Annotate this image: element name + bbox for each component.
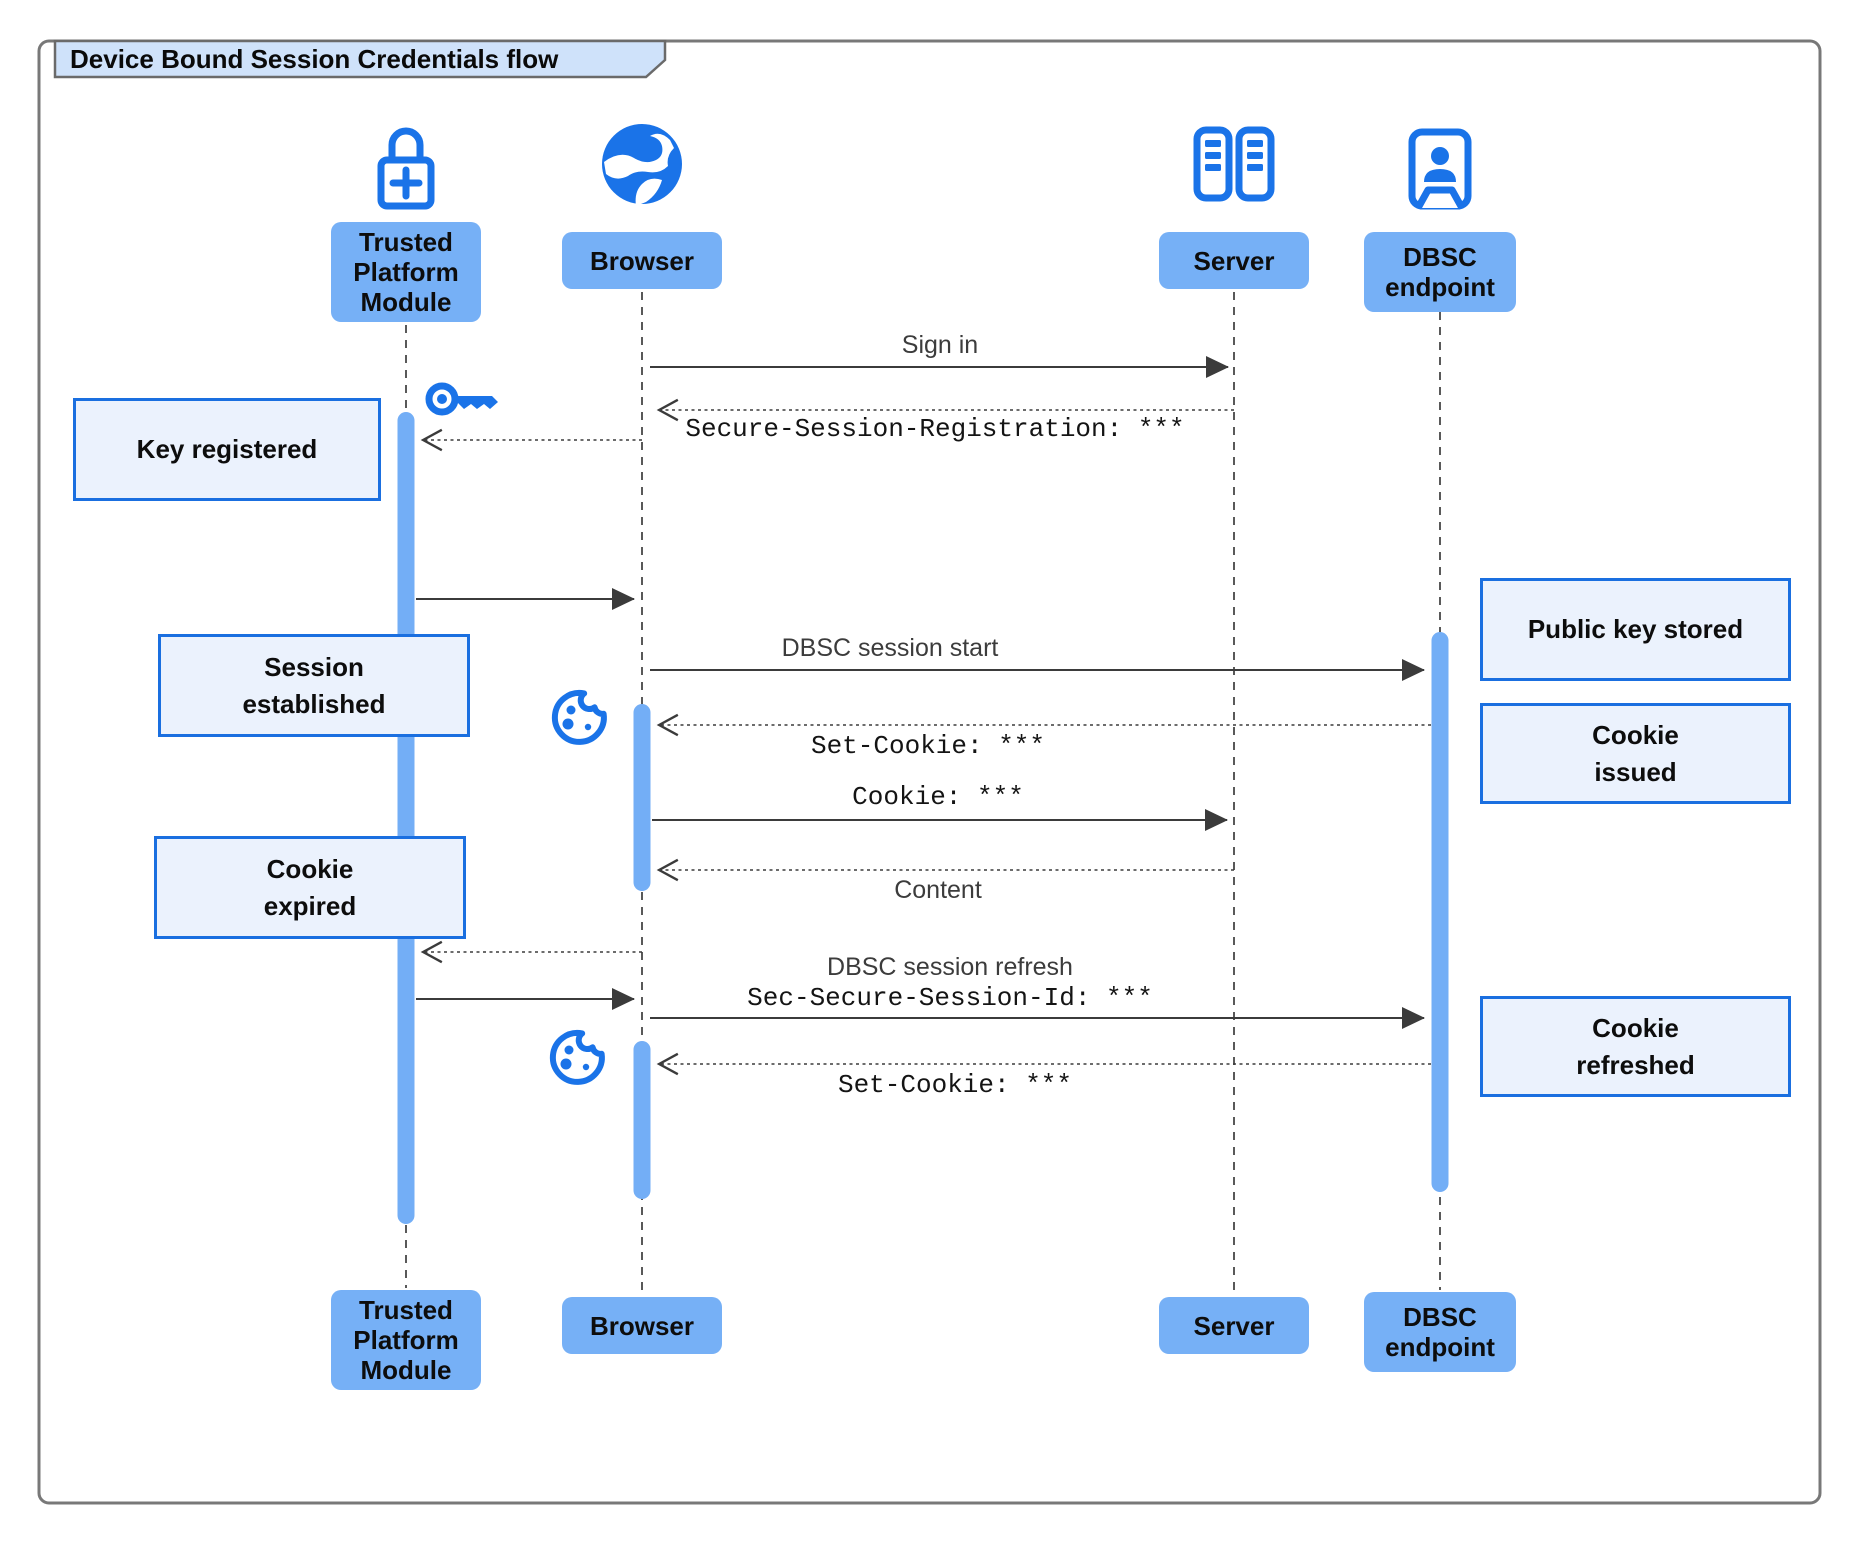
activation-tpm [397, 412, 415, 1224]
participant-tpm-top: Trusted Platform Module [331, 222, 481, 322]
participant-server-bottom: Server [1159, 1297, 1309, 1354]
message-label-sec-secure-session-id: Sec-Secure-Session-Id: *** [747, 983, 1153, 1013]
participant-browser-top: Browser [562, 232, 722, 289]
title-tab [53, 39, 667, 79]
note-key-registered: Key registered [73, 398, 381, 501]
message-label-set-cookie-1: Set-Cookie: *** [810, 731, 1046, 761]
lock-plus-icon [377, 127, 435, 210]
cookie-icon [551, 689, 607, 745]
note-text: Cookie refreshed [1576, 1012, 1695, 1080]
message-label-set-cookie-2: Set-Cookie: *** [837, 1070, 1073, 1100]
note-text: Cookie expired [263, 853, 357, 921]
server-rack-icon [1193, 126, 1275, 202]
activation-bars [397, 412, 1449, 1224]
key-icon [425, 382, 498, 416]
participant-tpm-bottom: Trusted Platform Module [331, 1290, 481, 1390]
message-arrows [416, 356, 1431, 1076]
activation-dbsc [1431, 632, 1449, 1192]
cookie-icon [549, 1029, 605, 1085]
note-cookie-refreshed: Cookie refreshed [1480, 996, 1791, 1097]
diagram-border [37, 39, 1822, 1505]
participant-dbsc-bottom: DBSC endpoint [1364, 1292, 1516, 1372]
note-text: Session established [242, 651, 386, 719]
message-label-secure-session-registration: Secure-Session-Registration: *** [685, 414, 1185, 444]
message-label-dbsc-session-start: DBSC session start [781, 634, 999, 662]
endpoint-person-icon [1408, 128, 1472, 210]
participant-browser-bottom: Browser [562, 1297, 722, 1354]
message-label-cookie: Cookie: *** [852, 782, 1024, 812]
activation-browser-2 [633, 1041, 651, 1199]
activation-browser-1 [633, 704, 651, 891]
message-label-sign-in: Sign in [901, 331, 979, 359]
participant-server-top: Server [1159, 232, 1309, 289]
note-text: Public key stored [1527, 614, 1744, 644]
note-text: Cookie issued [1592, 719, 1679, 787]
message-label-dbsc-session-refresh: DBSC session refresh [827, 953, 1073, 981]
message-label-content: Content [894, 876, 982, 904]
participant-dbsc-top: DBSC endpoint [1364, 232, 1516, 312]
note-text: Key registered [136, 434, 318, 464]
diagram-title: Device Bound Session Credentials flow [70, 44, 559, 74]
note-cookie-expired: Cookie expired [154, 836, 466, 939]
note-session-established: Session established [158, 634, 470, 737]
note-cookie-issued: Cookie issued [1480, 703, 1791, 804]
globe-icon [602, 124, 682, 206]
note-public-key-stored: Public key stored [1480, 578, 1791, 681]
